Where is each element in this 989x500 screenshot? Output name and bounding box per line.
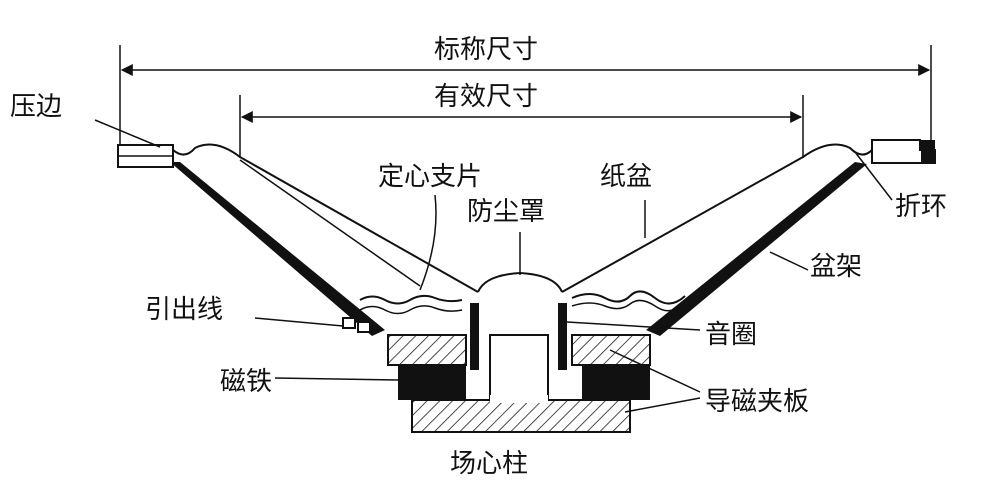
basket-label: 盆架 <box>810 252 862 282</box>
dust-cap <box>477 271 563 293</box>
magnet-label: 磁铁 <box>220 367 272 397</box>
lead-wire-terminal-1 <box>342 317 356 329</box>
pole-base <box>490 395 548 403</box>
back-plate <box>411 399 631 433</box>
surround-left <box>172 143 241 158</box>
lead-wire-terminal-2 <box>357 321 371 333</box>
leader-spider <box>419 194 437 291</box>
leader-voice-coil <box>566 321 701 331</box>
voice-coil-left <box>470 303 479 370</box>
pole-plates-label: 导磁夹板 <box>705 387 809 417</box>
basket-frame <box>117 139 936 336</box>
roll-label: 折环 <box>895 192 947 222</box>
cone-inner-left <box>239 159 421 287</box>
leader-basket <box>769 251 809 271</box>
top-plate-left <box>387 334 467 366</box>
paper-cone-label: 纸盆 <box>600 162 652 192</box>
leader-lines <box>94 119 893 413</box>
magnet-right <box>582 365 650 400</box>
cone-right <box>561 156 804 293</box>
basket-right-flange-edge <box>921 140 935 163</box>
dust-cap-label: 防尘罩 <box>467 197 545 227</box>
cone-left <box>239 156 479 293</box>
effective-size-label: 有效尺寸 <box>434 82 538 112</box>
spider-right-bottom <box>571 299 681 312</box>
leader-magnet <box>274 377 399 381</box>
nominal-size-label: 标称尺寸 <box>434 35 538 65</box>
leader-lead-wire <box>254 317 344 327</box>
spider-right-top <box>571 290 686 305</box>
leader-plate-bottom <box>624 397 701 413</box>
basket-right-arm <box>646 162 867 336</box>
leader-plate-top <box>609 349 701 393</box>
leader-roll <box>854 151 893 201</box>
spider-label: 定心支片 <box>378 162 482 192</box>
spider-left-top <box>359 294 463 305</box>
effective-dimension: 有效尺寸 <box>239 82 804 158</box>
surround-label: 压边 <box>10 92 62 122</box>
lead-wire-label: 引出线 <box>145 295 223 325</box>
voice-coil-label: 音圈 <box>705 320 757 350</box>
leader-surround <box>94 119 161 148</box>
voice-coil-right <box>558 303 567 370</box>
magnet-left <box>398 365 466 400</box>
paper-cone <box>172 143 873 293</box>
surround-right <box>802 143 873 158</box>
pole-piece-label: 场心柱 <box>450 449 528 479</box>
spider-left-bottom <box>359 305 463 315</box>
spider <box>359 290 686 315</box>
pole-piece <box>489 334 549 401</box>
nominal-dimension: 标称尺寸 <box>119 35 932 145</box>
basket-left-arm <box>170 162 385 336</box>
